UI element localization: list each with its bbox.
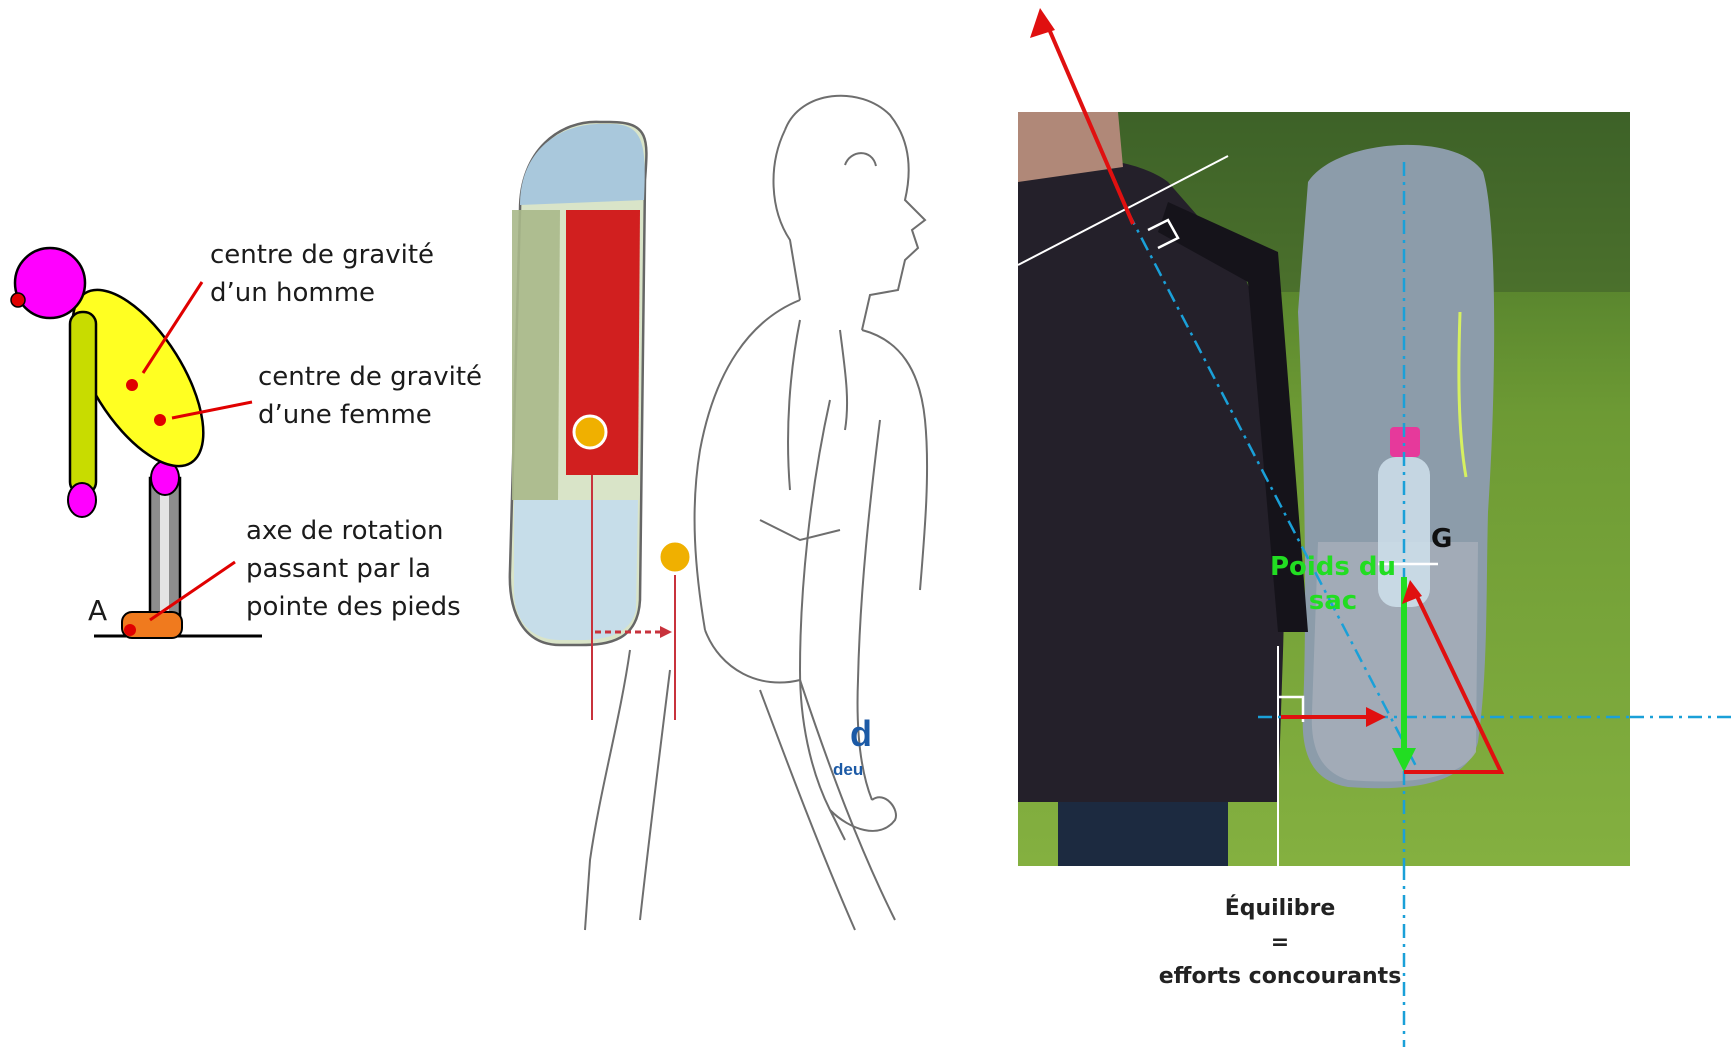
caption-line1: Équilibre: [1130, 892, 1430, 926]
equilibrium-caption: Équilibre = efforts concourants: [1130, 892, 1430, 994]
strap-tension-force: [1046, 22, 1133, 224]
caption-line3: efforts concourants: [1130, 960, 1430, 994]
caption-line2: =: [1130, 926, 1430, 960]
